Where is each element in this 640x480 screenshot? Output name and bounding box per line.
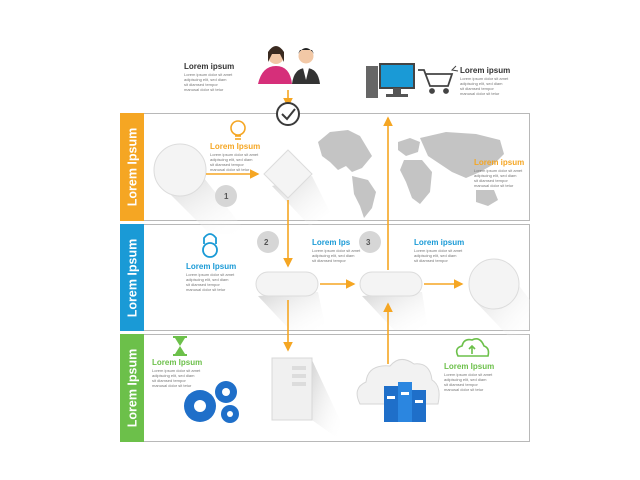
people-title: Lorem ipsum <box>184 62 235 71</box>
cloud-upload-icon <box>455 338 490 357</box>
cloud-text: Lorem ipsum dolor sit amet adipiscing el… <box>444 372 493 392</box>
cloud-docs-icon <box>356 359 440 422</box>
process-pill-1 <box>255 271 319 297</box>
step-gear-3 <box>359 231 381 253</box>
people-text: Lorem ipsum dolor sit amet adipiscing el… <box>184 72 233 92</box>
shop-title: Lorem ipsum <box>460 66 511 75</box>
lane-tab-3: Lorem Ipsum <box>120 334 144 442</box>
end-circle <box>468 258 520 310</box>
lane-tab-2: Lorem Ipsum <box>120 224 144 331</box>
step-1-label: 1 <box>224 192 229 201</box>
lock-title: Lorem Ipsum <box>186 262 237 271</box>
step-gear-2 <box>257 231 279 253</box>
bulb-title: Lorem Ipsum <box>210 142 261 151</box>
right-title: Lorem ipsum <box>414 238 465 247</box>
flow-arrows <box>206 90 464 364</box>
people-icon <box>258 46 320 84</box>
cart-icon <box>418 69 454 94</box>
lightbulb-icon <box>230 120 246 140</box>
right-text: Lorem ipsum dolor sit amet adipiscing el… <box>414 248 463 263</box>
start-circle <box>153 143 207 197</box>
lock-text: Lorem ipsum dolor sit amet adipiscing el… <box>186 272 235 292</box>
map-title: Lorem ipsum <box>474 158 525 167</box>
world-map <box>318 130 504 218</box>
hourglass-icon <box>173 336 187 356</box>
mid-text: Lorem ipsum dolor sit amet adipiscing el… <box>312 248 361 263</box>
step-2-label: 2 <box>264 238 269 247</box>
check-icon <box>276 102 300 126</box>
map-text: Lorem ipsum dolor sit amet adipiscing el… <box>474 168 523 188</box>
lane-2 <box>120 224 530 331</box>
hourglass-title: Lorem Ipsum <box>152 358 203 367</box>
shop-text: Lorem ipsum dolor sit amet adipiscing el… <box>460 76 509 96</box>
lane-tab-1: Lorem Ipsum <box>120 113 144 221</box>
mid-title: Lorem Ips <box>312 238 351 247</box>
hourglass-text: Lorem ipsum dolor sit amet adipiscing el… <box>152 368 201 388</box>
decision-diamond <box>263 149 313 199</box>
lock-icon <box>202 233 218 258</box>
step-3-label: 3 <box>366 238 371 247</box>
step-gear-1 <box>215 185 237 207</box>
computer-icon <box>366 63 415 98</box>
cloud-title: Lorem Ipsum <box>444 362 495 371</box>
bulb-text: Lorem ipsum dolor sit amet adipiscing el… <box>210 152 259 172</box>
gears-icon <box>184 381 239 423</box>
process-pill-2 <box>359 271 423 297</box>
